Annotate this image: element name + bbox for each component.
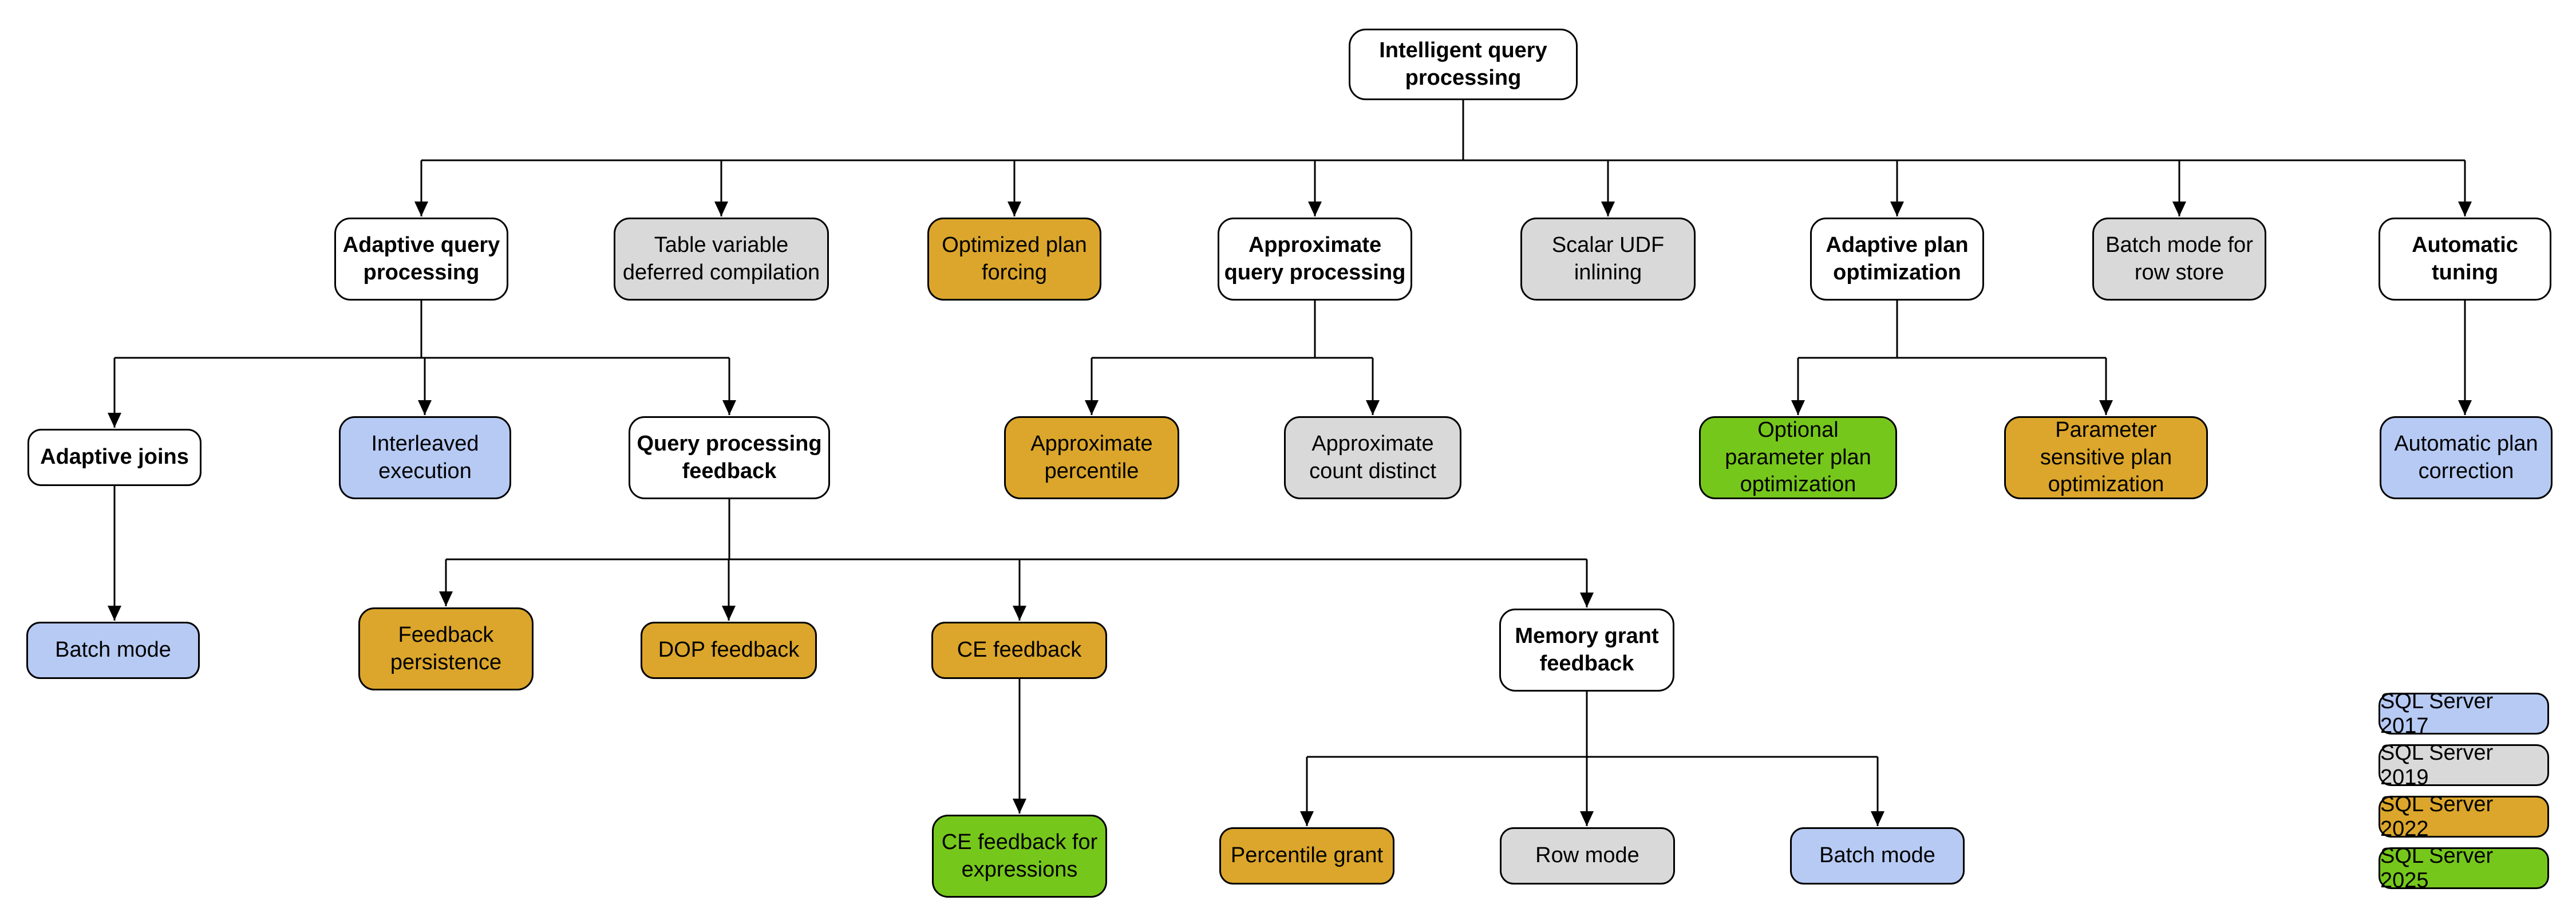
node-query-processing-feedback: Query processing feedback: [629, 416, 830, 499]
node-label: Memory grant feedback: [1515, 623, 1659, 676]
node-feedback-persistence: Feedback persistence: [358, 607, 534, 690]
node-percentile-grant: Percentile grant: [1219, 827, 1394, 885]
legend-label: SQL Server 2017: [2380, 689, 2494, 738]
node-label: DOP feedback: [658, 638, 800, 662]
node-batch-mode-for-row-store: Batch mode for row store: [2092, 218, 2266, 301]
node-approximate-count-distinct: Approximate count distinct: [1284, 416, 1461, 499]
node-ce-feedback-for-expressions: CE feedback for expressions: [932, 815, 1107, 898]
node-memory-grant-feedback: Memory grant feedback: [1499, 609, 1674, 692]
node-batch-mode-memory-grant: Batch mode: [1790, 827, 1965, 885]
node-row-mode: Row mode: [1500, 827, 1675, 885]
node-adaptive-joins: Adaptive joins: [27, 429, 202, 486]
node-label: Interleaved execution: [371, 431, 479, 483]
node-approximate-query-processing: Approximate query processing: [1218, 218, 1412, 301]
node-label: Batch mode: [1819, 843, 1935, 868]
node-label: Adaptive plan optimization: [1826, 232, 1969, 285]
node-label: Approximate query processing: [1224, 232, 1406, 285]
node-label: CE feedback for expressions: [941, 830, 1098, 882]
legend-label: SQL Server 2022: [2380, 792, 2494, 841]
node-label: Batch mode for row store: [2105, 232, 2253, 285]
node-label: Adaptive query processing: [342, 232, 500, 285]
node-intelligent-query-processing: Intelligent query processing: [1349, 29, 1578, 100]
node-label: Intelligent query processing: [1379, 38, 1547, 90]
legend-item-sql-server-2025: SQL Server 2025: [2379, 844, 2549, 893]
node-batch-mode-adaptive-joins: Batch mode: [26, 622, 200, 679]
node-label: Automatic plan correction: [2394, 431, 2538, 483]
legend-item-sql-server-2019: SQL Server 2019: [2379, 741, 2549, 789]
node-adaptive-query-processing: Adaptive query processing: [334, 218, 508, 301]
node-label: CE feedback: [957, 638, 1082, 662]
node-label: Row mode: [1535, 843, 1639, 868]
node-dop-feedback: DOP feedback: [641, 622, 817, 679]
node-automatic-plan-correction: Automatic plan correction: [2380, 416, 2553, 499]
node-automatic-tuning: Automatic tuning: [2379, 218, 2551, 301]
node-label: Query processing feedback: [637, 431, 822, 483]
node-label: Percentile grant: [1230, 843, 1384, 868]
legend-label: SQL Server 2025: [2380, 843, 2494, 893]
node-label: Approximate percentile: [1030, 431, 1153, 483]
node-ce-feedback: CE feedback: [931, 622, 1107, 679]
node-optimized-plan-forcing: Optimized plan forcing: [927, 218, 1101, 301]
legend-item-sql-server-2022: SQL Server 2022: [2379, 792, 2549, 841]
legend-item-sql-server-2017: SQL Server 2017: [2379, 689, 2549, 738]
connector-group: [108, 100, 2472, 826]
node-optional-parameter-plan-optimization: Optional parameter plan optimization: [1699, 416, 1897, 499]
node-label: Scalar UDF inlining: [1551, 232, 1665, 285]
node-label: Parameter sensitive plan optimization: [2040, 417, 2172, 497]
node-label: Feedback persistence: [390, 622, 502, 674]
node-label: Optional parameter plan optimization: [1725, 417, 1871, 497]
node-label: Automatic tuning: [2412, 232, 2518, 285]
node-label: Adaptive joins: [40, 445, 189, 469]
node-table-variable-deferred-compilation: Table variable deferred compilation: [614, 218, 829, 301]
node-label: Table variable deferred compilation: [622, 232, 820, 285]
node-adaptive-plan-optimization: Adaptive plan optimization: [1810, 218, 1984, 301]
node-approximate-percentile: Approximate percentile: [1004, 416, 1179, 499]
node-parameter-sensitive-plan-optimization: Parameter sensitive plan optimization: [2004, 416, 2208, 499]
node-label: Approximate count distinct: [1309, 431, 1436, 483]
legend-label: SQL Server 2019: [2380, 740, 2494, 789]
node-label: Batch mode: [55, 638, 171, 662]
node-label: Optimized plan forcing: [942, 232, 1087, 285]
node-interleaved-execution: Interleaved execution: [339, 416, 511, 499]
node-scalar-udf-inlining: Scalar UDF inlining: [1520, 218, 1696, 301]
